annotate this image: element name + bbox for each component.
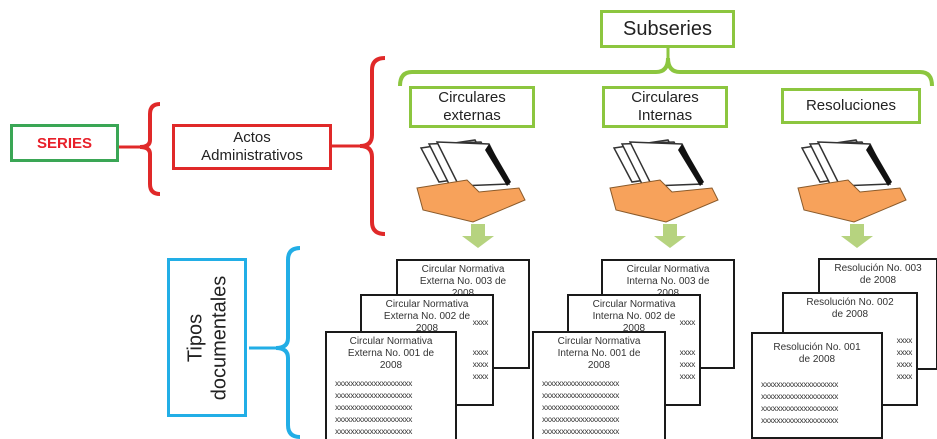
doc-title-line2: de 2008 [798,354,836,365]
tipos-label-line2: documentales [208,275,230,400]
subseries-item-circulares-internas: Circulares Internas [602,86,728,128]
subseries-box: Subseries [600,10,735,48]
actos-label-line2: Administrativos [201,147,303,164]
doc-title-line2: de 2008 [831,309,869,320]
subseries-item-line2: Internas [637,107,693,124]
doc-title-line1: Circular Normativa [385,299,469,310]
subseries-item-line1: Circulares [438,89,506,106]
placeholder-text: xxxxxxxxxxxxxxxxxxxx [335,390,413,400]
folder-icon-resoluciones [797,139,907,223]
subseries-item-line1: Resoluciones [805,97,897,114]
doc-title-line3: 2008 [609,288,727,300]
placeholder-text: xxxxxxxxxxxxxxxxxxxx [542,378,620,388]
placeholder-text: xxxxxxxxxxxxxxxxxxxx [761,391,839,401]
subseries-label: Subseries [623,17,712,40]
placeholder-text: xxxxxxxxxxxxxxxxxxxx [542,414,620,424]
series-label: SERIES [36,134,93,152]
placeholder-text: xxxxxxxxxxxxxxxxxxxx [542,426,620,436]
doc-title-line1: Resolución No. 001 [773,342,861,353]
doc-title-line2: Interna No. 003 de [626,276,710,287]
tipos-label-line1: Tipos [184,313,206,362]
placeholder-text: xxxxxxxxxxxxxxxxxxxx [761,403,839,413]
doc-title-line2: de 2008 [859,275,897,286]
doc-title-line3: 2008 [587,360,611,371]
tipos-brace [275,246,301,439]
doc-title-line2: Externa No. 002 de [383,311,471,322]
subseries-item-line1: Circulares [631,89,699,106]
doc-title-line3: 2008 [379,360,403,371]
actos-label-line1: Actos [233,129,271,146]
series-label-box: SERIES [10,124,119,162]
placeholder-text: xxxx [679,317,696,327]
subseries-item-line2: externas [443,107,501,124]
placeholder-text: xxxxxxxxxxxxxxxxxxxx [335,378,413,388]
placeholder-text: xxxxxxxxxxxxxxxxxxxx [542,390,620,400]
subseries-item-circulares-externas: Circulares externas [409,86,535,128]
down-arrow-icon [462,224,494,248]
doc-title-line2: Interna No. 001 de [557,348,641,359]
actos-administrativos-box: Actos Administrativos [172,124,332,170]
placeholder-text: xxxx [472,371,489,381]
placeholder-text: xxxx [472,347,489,357]
placeholder-text: xxxxxxxxxxxxxxxxxxxx [761,415,839,425]
down-arrow-icon [841,224,873,248]
doc-title-line1: Circular Normativa [421,264,505,275]
down-arrow-icon [654,224,686,248]
placeholder-text: xxxx [896,335,913,345]
placeholder-text: xxxxxxxxxxxxxxxxxxxx [761,379,839,389]
placeholder-text: xxxxxxxxxxxxxxxxxxxx [542,402,620,412]
tipos-documentales-box: Tipos documentales [167,258,247,417]
doc-title-line3: 2008 [404,288,522,300]
doc-title-line3: 2008 [415,323,439,334]
doc-title-line2: Externa No. 001 de [347,348,435,359]
doc-title-line2: Externa No. 003 de [419,276,507,287]
placeholder-text: xxxx [896,371,913,381]
doc-title-line1: Resolución No. 003 [834,263,922,274]
doc-title-line2: Interna No. 002 de [592,311,676,322]
placeholder-text: xxxx [896,347,913,357]
placeholder-text: xxxxxxxxxxxxxxxxxxxx [335,414,413,424]
placeholder-text: xxxx [679,371,696,381]
doc-title-line1: Circular Normativa [557,336,641,347]
subseries-brace [398,57,934,87]
doc-title-line3: 2008 [622,323,646,334]
doc-title-line1: Circular Normativa [592,299,676,310]
doc-title-line1: Circular Normativa [349,336,433,347]
folder-icon-internas [609,139,719,223]
placeholder-text: xxxx [896,359,913,369]
series-brace [139,102,161,196]
actos-brace [359,56,386,236]
subseries-item-resoluciones: Resoluciones [781,88,921,124]
placeholder-text: xxxx [472,359,489,369]
folder-icon-externas [416,139,526,223]
placeholder-text: xxxxxxxxxxxxxxxxxxxx [335,426,413,436]
placeholder-text: xxxx [472,317,489,327]
doc-title-line1: Circular Normativa [626,264,710,275]
doc-title-line1: Resolución No. 002 [806,297,894,308]
placeholder-text: xxxx [679,359,696,369]
placeholder-text: xxxxxxxxxxxxxxxxxxxx [335,402,413,412]
placeholder-text: xxxx [679,347,696,357]
